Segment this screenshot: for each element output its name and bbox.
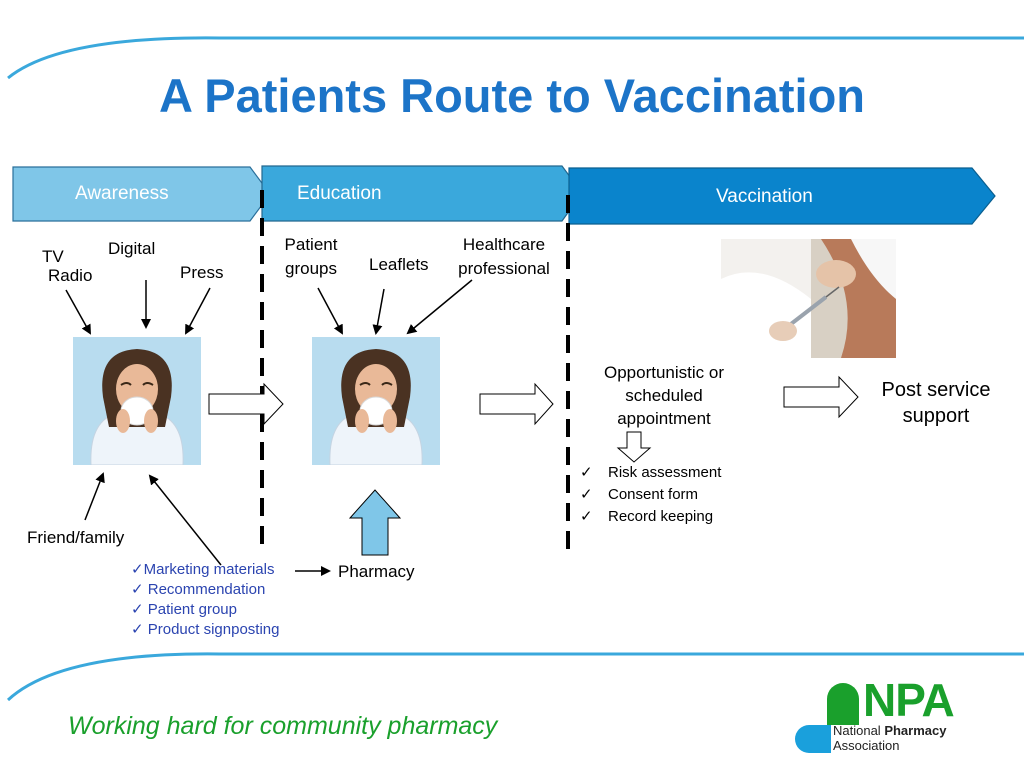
npa-logo-letters: NPA xyxy=(863,674,955,726)
npa-logo: NPA National Pharmacy Association xyxy=(783,674,993,755)
label-patient-groups: Patient groups xyxy=(284,235,338,278)
vaccination-checklist: ✓Risk assessment ✓Consent form ✓Record k… xyxy=(580,462,721,528)
check-icon: ✓ xyxy=(580,486,593,503)
npa-logo-graphic xyxy=(795,683,859,753)
list-item: ✓ Product signposting xyxy=(131,621,280,638)
label-friend-family: Friend/family xyxy=(27,528,125,547)
label-tv: TV xyxy=(42,247,64,266)
label-appointment: Opportunistic or scheduled appointment xyxy=(604,363,724,428)
label-healthcare-professional: Healthcare professional xyxy=(458,235,550,278)
down-arrow xyxy=(616,431,652,463)
label-radio: Radio xyxy=(48,266,93,285)
sneezing-woman-photo-education xyxy=(312,337,440,465)
label-leaflets: Leaflets xyxy=(369,255,429,274)
label-post-service-support: Post service support xyxy=(881,379,991,427)
label-pharmacy: Pharmacy xyxy=(338,562,415,581)
pharmacy-up-arrow xyxy=(348,489,402,556)
footer-tagline: Working hard for community pharmacy xyxy=(68,712,498,740)
label-press: Press xyxy=(180,263,224,282)
page-title: A Patients Route to Vaccination xyxy=(159,69,865,122)
stage-label-education: Education xyxy=(297,183,382,204)
list-item: ✓Marketing materials xyxy=(131,561,275,578)
pharmacy-activities-list: ✓Marketing materials ✓ Recommendation ✓ … xyxy=(131,560,279,640)
list-item: ✓ Patient group xyxy=(131,601,237,618)
list-item: ✓Consent form xyxy=(580,484,721,506)
check-icon: ✓ xyxy=(580,464,593,481)
sneezing-woman-photo-awareness xyxy=(73,337,201,465)
list-item: ✓Risk assessment xyxy=(580,462,721,484)
flow-arrow-1 xyxy=(208,382,284,426)
stage-label-awareness: Awareness xyxy=(75,183,169,204)
list-item: ✓ Recommendation xyxy=(131,581,266,598)
npa-logo-text: National Pharmacy Association xyxy=(833,723,947,753)
stage-label-vaccination: Vaccination xyxy=(716,186,813,207)
flow-arrow-2 xyxy=(479,382,554,426)
vaccination-injection-photo xyxy=(721,239,896,358)
label-digital: Digital xyxy=(108,239,156,258)
list-item: ✓Record keeping xyxy=(580,506,721,528)
flow-arrow-3 xyxy=(783,375,859,419)
vaccination-chevron xyxy=(568,167,996,225)
check-icon: ✓ xyxy=(580,508,593,525)
